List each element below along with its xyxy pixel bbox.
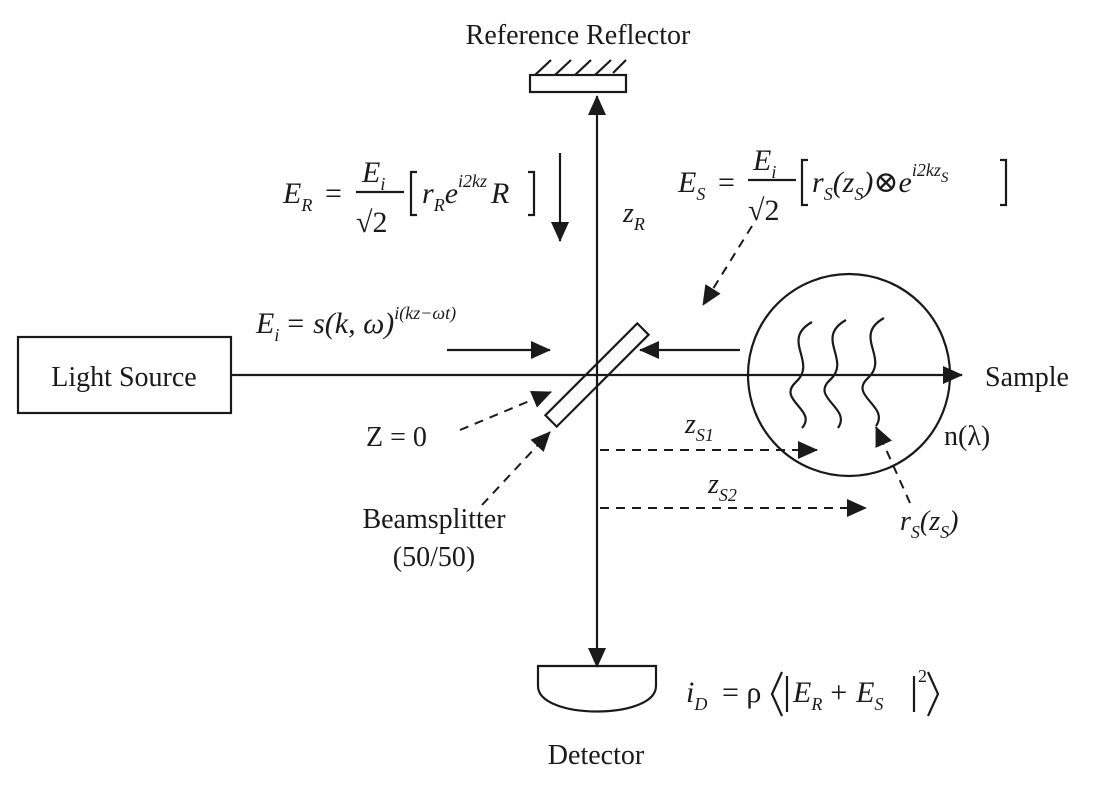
- hatch-line: [534, 59, 552, 76]
- svg-text:Ei: Ei: [752, 144, 776, 182]
- z-zero-leader: [459, 391, 552, 431]
- light-source-label: Light Source: [51, 362, 196, 393]
- hatch-line: [612, 59, 627, 74]
- sample-field-leader: [702, 225, 753, 306]
- reflectivity-leader: [875, 426, 911, 504]
- angle-bracket-right: [926, 671, 940, 717]
- scatterer-wave: [823, 319, 847, 429]
- reflectivity-label: rS(zS): [900, 506, 958, 542]
- svg-text:√2: √2: [748, 194, 779, 227]
- refractive-index-label: n(λ): [944, 421, 990, 452]
- svg-text:2: 2: [918, 666, 927, 686]
- hatch-line: [594, 59, 612, 76]
- z-s2-label: zS2: [707, 469, 737, 505]
- svg-text:=: =: [325, 177, 342, 210]
- svg-text:iD: iD: [686, 676, 707, 714]
- svg-text:ER+ ES: ER+ ES: [792, 676, 883, 714]
- z-s1-label: zS1: [684, 409, 714, 445]
- hatch-line: [574, 59, 592, 76]
- reference-reflector-label: Reference Reflector: [466, 20, 691, 51]
- close-bracket: [528, 170, 536, 217]
- beamsplitter-leader: [481, 431, 551, 506]
- detector-label: Detector: [548, 740, 645, 771]
- svg-text:ER: ER: [282, 177, 312, 215]
- hatch-line: [554, 59, 572, 76]
- angle-bracket-left: [770, 671, 784, 717]
- sample-circle: [746, 272, 952, 478]
- beamsplitter-label: Beamsplitter: [362, 504, 506, 535]
- sample-label: Sample: [985, 362, 1069, 393]
- svg-text:√2: √2: [356, 206, 387, 239]
- z-r-label: zR: [622, 198, 645, 234]
- sample-field-equation: ES = Ei √2 rS(zS)⊗ei2kzS: [677, 144, 1008, 227]
- open-bracket: [800, 158, 808, 207]
- svg-text:rS(zS)⊗ei2kzS: rS(zS)⊗ei2kzS: [812, 160, 949, 204]
- svg-text:ES: ES: [677, 166, 705, 204]
- svg-text:Ei: Ei: [361, 156, 385, 194]
- svg-text:= ρ: = ρ: [722, 676, 761, 709]
- svg-text:=: =: [718, 166, 735, 199]
- beamsplitter: [543, 321, 651, 429]
- scatterer-wave: [861, 317, 885, 427]
- incident-field-equation: Ei= s(k, ω)i(kz−ωt): [255, 303, 456, 345]
- scatterer-wave: [789, 321, 813, 429]
- reference-reflector: [528, 59, 628, 94]
- detector-shape: [536, 664, 658, 713]
- open-bracket: [409, 170, 417, 217]
- beamsplitter-ratio-label: (50/50): [393, 542, 475, 573]
- detector-current-equation: iD = ρ ER+ ES 2: [686, 666, 940, 717]
- z-zero-label: Z = 0: [366, 422, 427, 453]
- close-bracket: [1000, 158, 1008, 207]
